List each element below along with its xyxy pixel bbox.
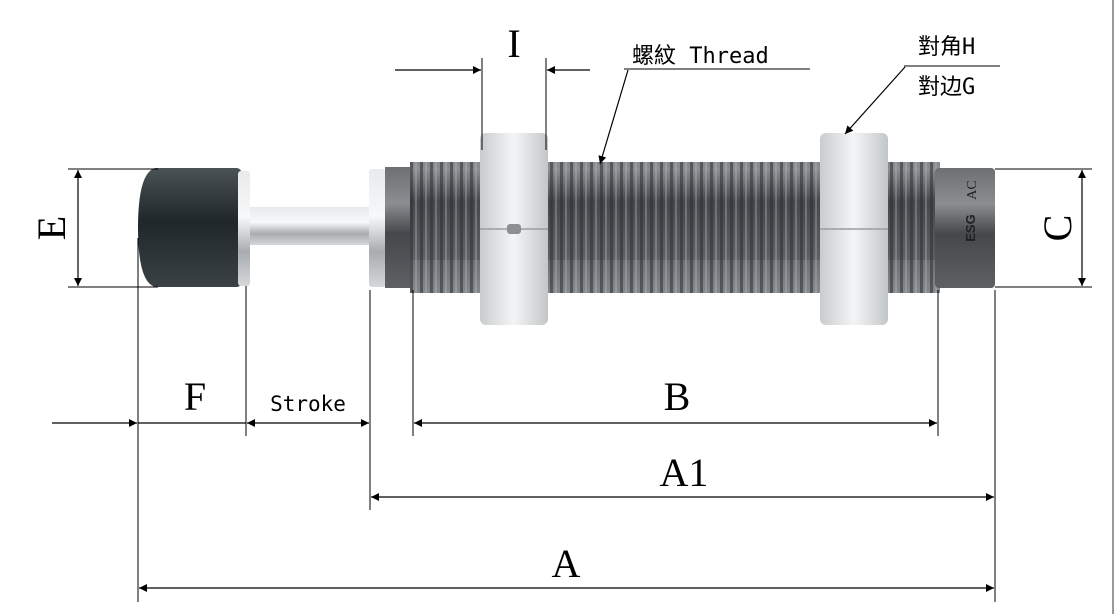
stop-collar bbox=[369, 169, 386, 287]
dimension-E: E bbox=[29, 168, 158, 288]
label-F: F bbox=[184, 374, 206, 419]
dimension-I: I bbox=[395, 21, 590, 150]
shock-absorber: ESG AC bbox=[138, 133, 995, 325]
thread-callout: 螺紋 Thread bbox=[598, 44, 810, 165]
lock-nut-front bbox=[480, 133, 548, 325]
label-stroke: Stroke bbox=[270, 392, 346, 416]
dimension-A1: A1 bbox=[371, 450, 994, 501]
dimension-B: B bbox=[414, 374, 937, 427]
label-A1: A1 bbox=[660, 450, 709, 495]
dimension-stroke: Stroke bbox=[247, 392, 369, 427]
label-across-corners: 對角H bbox=[918, 35, 975, 60]
piston-rod bbox=[250, 207, 372, 245]
label-A: A bbox=[552, 541, 581, 586]
hex-size-callout: 對角H 對边G bbox=[844, 35, 1000, 135]
extension-lines bbox=[137, 238, 996, 602]
dimension-A: A bbox=[139, 541, 994, 592]
label-thread: 螺紋 Thread bbox=[632, 44, 769, 69]
lock-nut-rear bbox=[820, 133, 888, 325]
label-B: B bbox=[664, 374, 691, 419]
label-I: I bbox=[507, 21, 520, 66]
model-mark: AC bbox=[965, 180, 980, 199]
dimension-F: F bbox=[52, 374, 246, 427]
cap-washer bbox=[238, 171, 250, 286]
brand-mark: ESG bbox=[963, 214, 978, 241]
bumper-cap bbox=[138, 168, 242, 287]
dimension-C: C bbox=[995, 168, 1092, 288]
label-across-flats: 對边G bbox=[918, 75, 975, 100]
body-rear bbox=[935, 168, 995, 288]
label-E: E bbox=[29, 216, 74, 240]
label-C: C bbox=[1035, 215, 1080, 242]
